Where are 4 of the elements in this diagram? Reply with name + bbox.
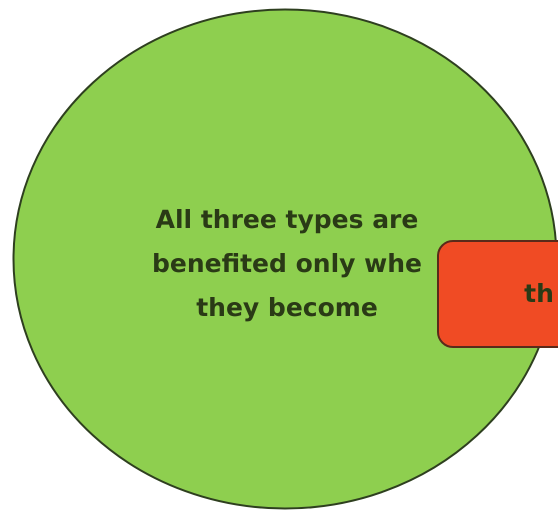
label-text: All three types are benefited only whe they become [150,204,424,324]
circle [12,8,558,510]
label-text: th [523,278,555,310]
rounded-box [437,240,558,348]
